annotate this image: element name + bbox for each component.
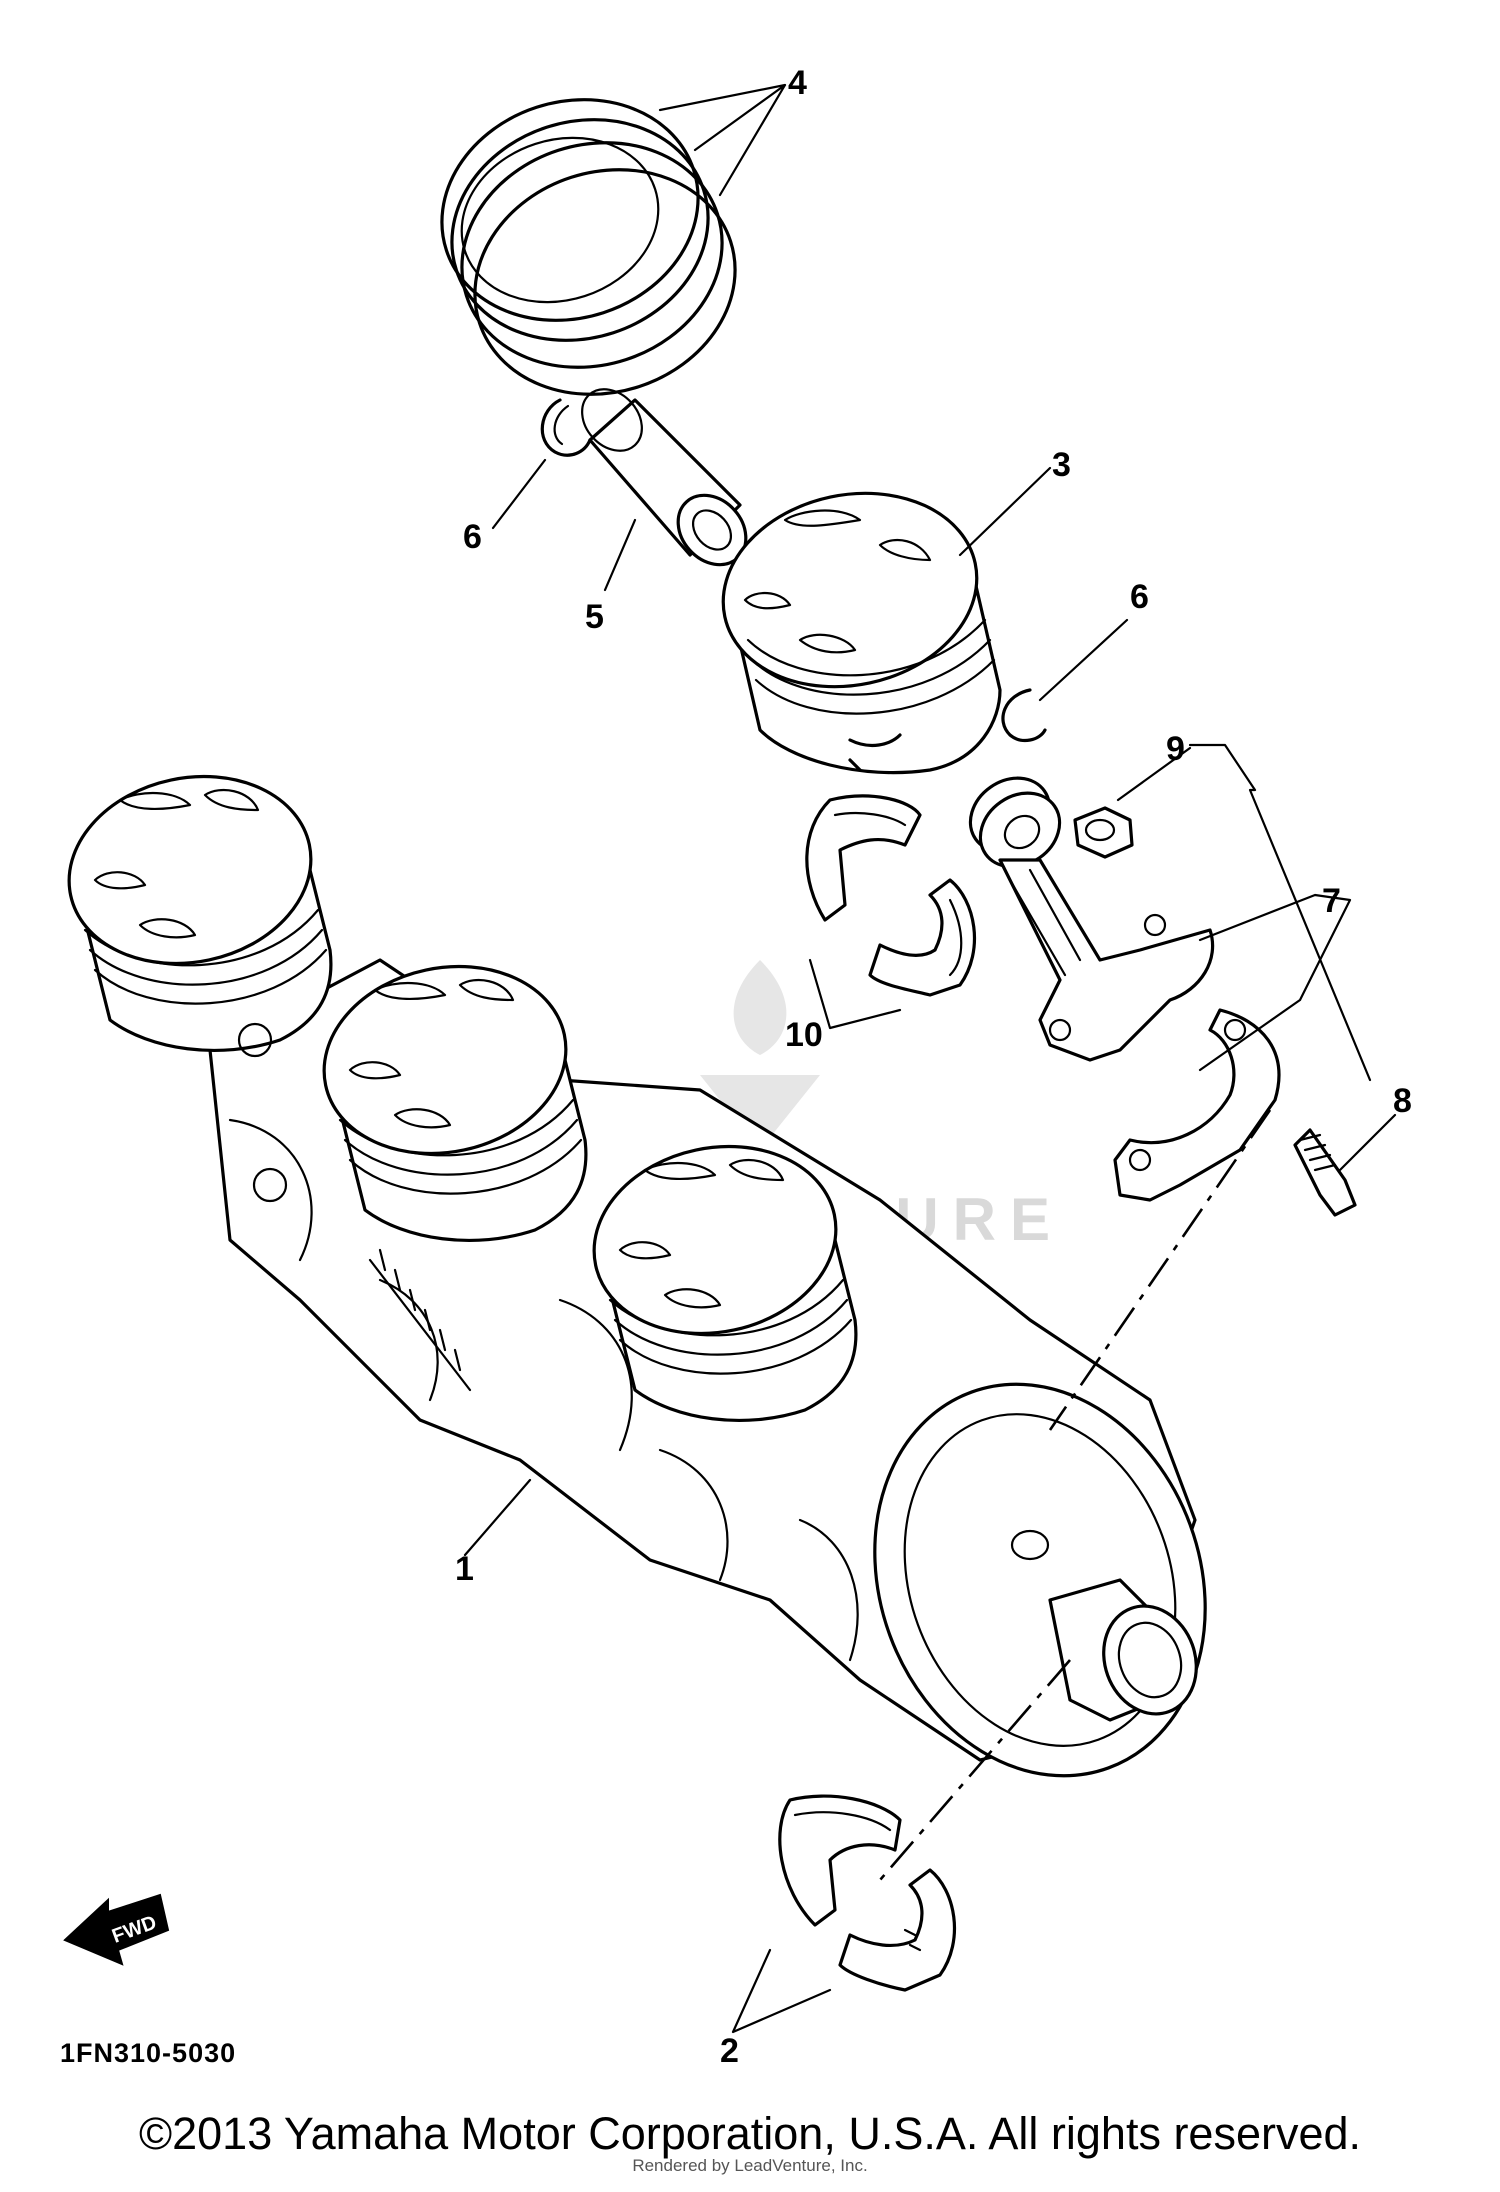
piston-assembled-left — [67, 774, 333, 1053]
callout-10: 10 — [785, 1016, 823, 1054]
callout-5: 5 — [585, 598, 604, 636]
rendered-by-text: Rendered by LeadVenture, Inc. — [632, 2156, 868, 2175]
conrod-bolt — [1293, 1128, 1357, 1217]
main-bearings — [778, 1794, 957, 1992]
leader-lines — [463, 83, 1397, 2034]
crank-gear — [368, 1248, 472, 1392]
piston-exploded — [721, 491, 1002, 775]
piston-rings — [440, 98, 737, 396]
circlip-right — [1001, 688, 1047, 743]
copyright-notice: ©2013 Yamaha Motor Corporation, U.S.A. A… — [138, 2108, 1362, 2159]
alignment-lines — [879, 1109, 1272, 1881]
callout-4: 4 — [788, 64, 807, 102]
crankshaft-assembly — [67, 774, 1207, 1778]
part-code: 1FN310-5030 — [60, 2038, 236, 2068]
piston-pin — [581, 388, 748, 567]
connecting-rod — [968, 776, 1281, 1202]
conrod-nut — [1073, 806, 1134, 859]
piston-assembled-right — [592, 1144, 858, 1423]
crank-flange — [873, 1382, 1207, 1778]
circlip-left — [540, 398, 592, 457]
callout-7: 7 — [1322, 882, 1341, 920]
callout-6-right: 6 — [1130, 578, 1149, 616]
conrod-bearings — [805, 794, 977, 997]
callout-8: 8 — [1393, 1082, 1412, 1120]
piston-assembled-middle — [237, 964, 588, 1243]
callout-3: 3 — [1052, 446, 1071, 484]
callouts: 4 3 6 5 6 9 7 8 10 1 2 — [455, 64, 1412, 2070]
callout-1: 1 — [455, 1550, 474, 1588]
callout-2: 2 — [720, 2032, 739, 2070]
fwd-arrow: FWD — [63, 1893, 170, 1966]
callout-6-left: 6 — [463, 518, 482, 556]
callout-9: 9 — [1166, 730, 1185, 768]
